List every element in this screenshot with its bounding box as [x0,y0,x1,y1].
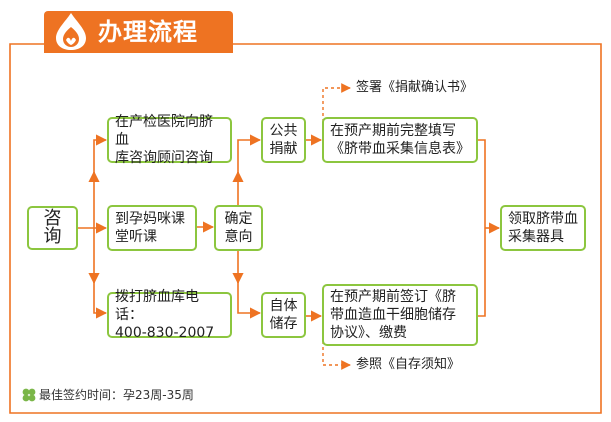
node-consult: 咨询 [27,206,78,250]
node-collect-kit: 领取脐带血 采集器具 [500,205,586,251]
connector-up-to-hospital [93,134,108,174]
drop-icon [56,13,86,50]
connector-down-to-phone [93,281,108,319]
node-phone-line2: 400-830-2007 [115,325,215,341]
note-refer-self-storage: 参照《自存须知》 [356,357,461,372]
node-class: 到孕妈咪课 堂听课 [107,205,197,251]
node-public-donation-line1: 公共 [269,123,298,139]
clover-icon [22,388,36,402]
node-public-donation-line2: 捐献 [269,141,298,157]
node-storage-agreement-line1: 在预产期前签订《脐 [330,289,456,305]
connector-down-to-self [237,281,262,319]
note-sign-donation: 签署《捐献确认书》 [356,80,474,95]
node-class-line1: 到孕妈咪课 [115,211,185,227]
footnote-best-signing-time: 最佳签约时间：孕23周-35周 [39,388,194,402]
node-storage-agreement: 在预产期前签订《脐 带血造血干细胞储存 协议》、缴费 [322,284,478,346]
node-confirm-line2: 意向 [224,229,253,245]
connector-refer-dashed [322,335,351,370]
node-hospital-consult: 在产检医院向脐血 库咨询顾问咨询 [107,114,232,166]
node-public-donation: 公共 捐献 [261,117,306,163]
node-confirm-line1: 确定 [224,211,253,227]
connector-up-to-public [237,134,262,174]
node-donation-form-line2: 《脐带血采集信息表》 [330,141,470,157]
node-donation-form-line1: 在预产期前完整填写 [330,123,456,139]
node-phone: 拨打脐血库电话： 400-830-2007 [107,289,232,341]
node-donation-form: 在预产期前完整填写 《脐带血采集信息表》 [322,117,478,163]
node-hospital-consult-line1: 在产检医院向脐血 [115,114,213,148]
node-collect-kit-line1: 领取脐带血 [508,211,578,227]
node-self-storage-line2: 储存 [269,316,298,332]
node-self-storage-line1: 自体 [269,298,298,314]
node-class-line2: 堂听课 [115,229,157,245]
node-self-storage: 自体 储存 [261,292,306,338]
outer-frame-line [9,43,602,414]
connector-agreement-to-right [477,228,486,317]
node-collect-kit-line2: 采集器具 [508,229,564,245]
node-storage-agreement-line2: 带血造血干细胞储存 [330,307,456,323]
node-consult-label: 咨询 [43,208,62,247]
node-storage-agreement-line3: 协议》、缴费 [330,325,407,341]
page-title: 办理流程 [98,18,198,46]
node-confirm: 确定 意向 [214,205,263,251]
connector-form-to-right [477,139,486,228]
node-phone-line1: 拨打脐血库电话： [115,289,199,323]
node-hospital-consult-line2: 库咨询顾问咨询 [115,150,213,166]
